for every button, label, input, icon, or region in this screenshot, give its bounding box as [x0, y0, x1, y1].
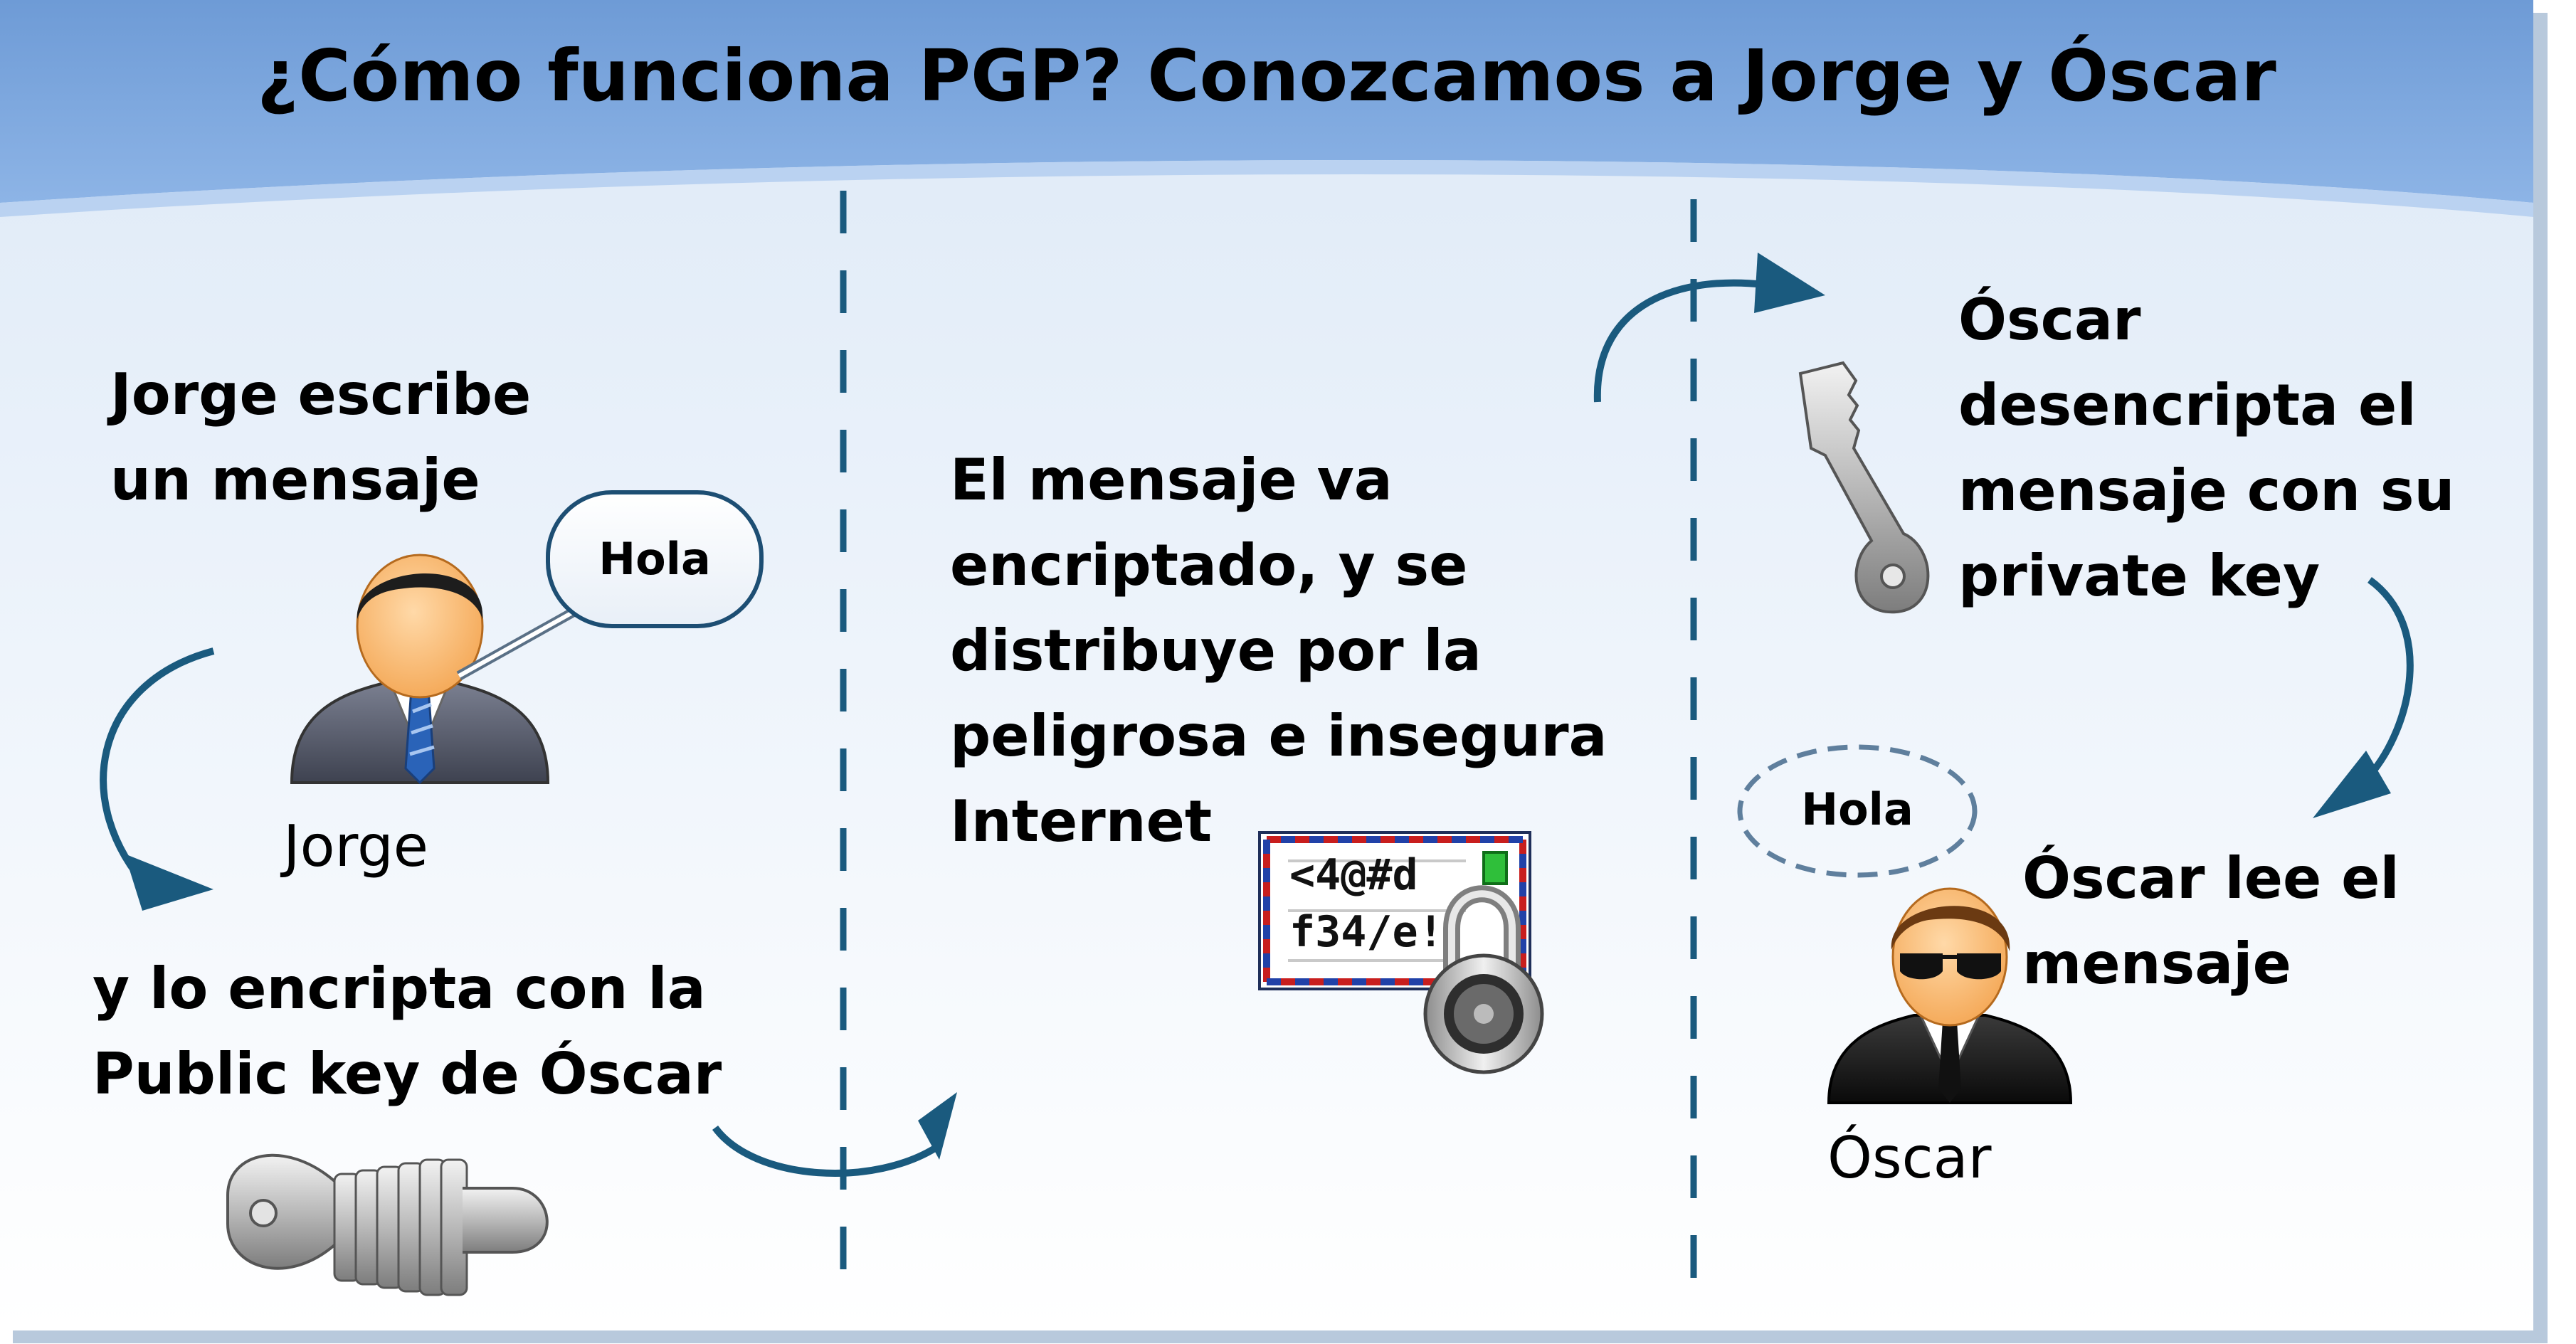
- private-key-icon: [1798, 361, 1930, 614]
- arrow-decrypt-to-read: [2367, 576, 2414, 778]
- step-write-message: Jorge escribe un mensaje: [110, 352, 531, 523]
- page-title: ¿Cómo funciona PGP? Conozcamos a Jorge y…: [257, 34, 2276, 117]
- step-encrypt: y lo encripta con la Public key de Óscar: [93, 946, 722, 1117]
- step-line: Óscar lee el: [2022, 845, 2400, 911]
- step-line: Óscar: [1958, 287, 2141, 353]
- receiver-name: Óscar: [1827, 1125, 1992, 1191]
- arrow-to-internet: [712, 1125, 941, 1177]
- oscar-avatar: [1827, 887, 2073, 1104]
- oscar-thought-bubble: [1737, 744, 1978, 878]
- step-read: Óscar lee el mensaje: [2022, 836, 2400, 1007]
- jorge-speech-bubble: [456, 490, 764, 681]
- jorge-avatar: [290, 554, 550, 785]
- step-line: El mensaje va: [950, 447, 1393, 513]
- step-line: Public key de Óscar: [93, 1041, 722, 1107]
- step-line: Jorge escribe: [110, 361, 532, 428]
- arrow-jorge-to-encrypt: [100, 647, 215, 892]
- step-decrypt: Óscar desencripta el mensaje con su priv…: [1958, 277, 2454, 619]
- arrow-from-internet: [1593, 279, 1765, 403]
- step-line: mensaje con su: [1958, 457, 2455, 524]
- cipher-line: <4@#d: [1289, 850, 1418, 900]
- step-line: encriptado, y se: [950, 532, 1468, 598]
- step-line: y lo encripta con la: [93, 956, 706, 1022]
- cipher-text: <4@#d f34/e!: [1289, 847, 1444, 961]
- step-distribute: El mensaje va encriptado, y se distribuy…: [950, 438, 1608, 864]
- sender-name: Jorge: [283, 813, 429, 879]
- step-line: Internet: [950, 788, 1213, 854]
- step-line: desencripta el: [1958, 372, 2417, 438]
- step-line: distribuye por la: [950, 618, 1482, 684]
- step-line: peligrosa e insegura: [950, 703, 1608, 769]
- header-band: [0, 0, 2533, 203]
- step-line: mensaje: [2022, 931, 2291, 997]
- step-line: private key: [1958, 543, 2321, 609]
- jorge-bubble-text: Hola: [598, 533, 711, 585]
- padlock-icon: [1423, 885, 1544, 1074]
- step-line: un mensaje: [110, 447, 480, 513]
- cipher-line: f34/e!: [1289, 907, 1444, 957]
- public-key-icon: [226, 1153, 549, 1296]
- oscar-bubble-text: Hola: [1801, 783, 1913, 835]
